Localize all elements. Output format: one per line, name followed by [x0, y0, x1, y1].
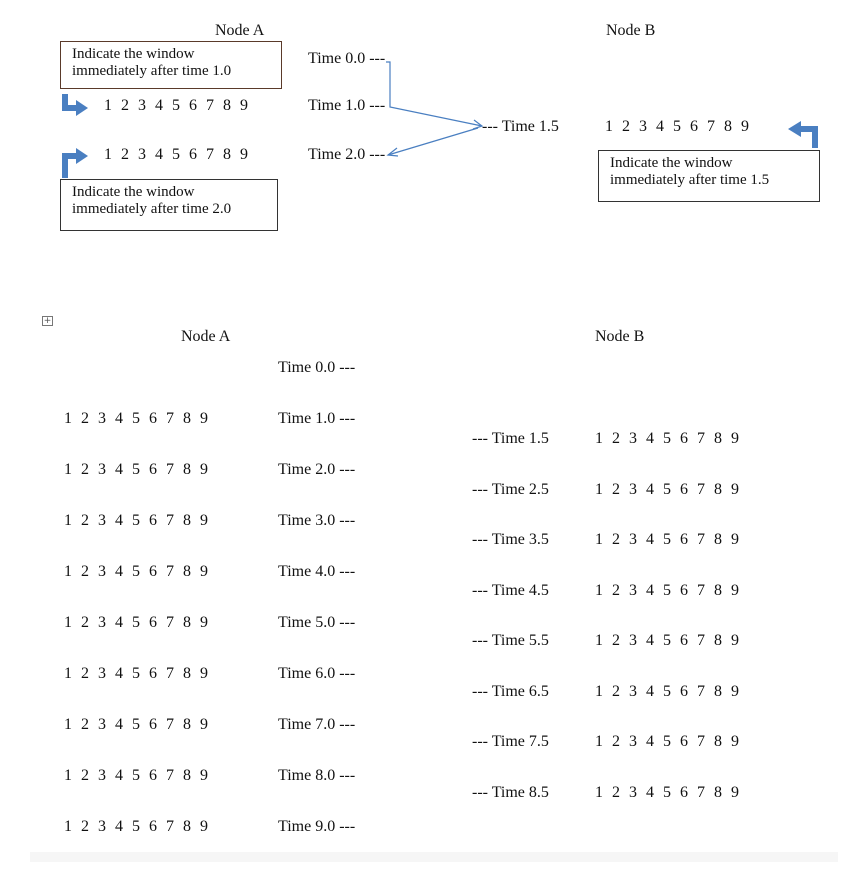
node-a-sequence-row: 1 2 3 4 5 6 7 8 9	[64, 665, 208, 682]
node-b-title-bottom: Node B	[595, 328, 645, 345]
node-b-title-top: Node B	[606, 22, 656, 39]
node-b-time-label: --- Time 1.5	[472, 430, 549, 447]
node-a-title-bottom: Node A	[181, 328, 231, 345]
node-a-sequence-row: 1 2 3 4 5 6 7 8 9	[64, 563, 208, 580]
node-a-sequence-row: 1 2 3 4 5 6 7 8 9	[64, 614, 208, 631]
window-marker-arrow-1-0-icon	[62, 94, 88, 116]
node-a-sequence-row: 1 2 3 4 5 6 7 8 9	[64, 461, 208, 478]
node-a-time-label: Time 2.0 ---	[278, 461, 356, 478]
node-b-sequence-row: 1 2 3 4 5 6 7 8 9	[595, 733, 739, 750]
node-b-sequence-row: 1 2 3 4 5 6 7 8 9	[595, 581, 739, 599]
node-a-time-label: Time 5.0 ---	[278, 614, 356, 631]
time-2-0-label-top: Time 2.0 ---	[308, 146, 386, 163]
node-a-time-label: Time 1.0 ---	[278, 410, 356, 427]
node-b-time-label: --- Time 5.5	[472, 632, 549, 649]
node-b-sequence-row: 1 2 3 4 5 6 7 8 9	[595, 430, 739, 447]
node-a-sequence-row: 1 2 3 4 5 6 7 8 9	[64, 410, 208, 427]
node-b-sequence-row: 1 2 3 4 5 6 7 8 9	[595, 480, 739, 498]
window-box-time-1-5: Indicate the window immediately after ti…	[598, 150, 820, 202]
node-b-time-label: --- Time 8.5	[472, 783, 549, 801]
node-a-time-label: Time 3.0 ---	[278, 512, 356, 529]
node-a-time-label: Time 4.0 ---	[278, 563, 356, 580]
node-a-sequence-row: 1 2 3 4 5 6 7 8 9	[64, 818, 208, 835]
sequence-row-a2-top: 1 2 3 4 5 6 7 8 9	[104, 146, 248, 163]
table-anchor-icon[interactable]: +	[42, 316, 53, 326]
node-a-title-top: Node A	[215, 22, 265, 39]
node-a-time-label: Time 7.0 ---	[278, 716, 356, 733]
node-a-sequence-row: 1 2 3 4 5 6 7 8 9	[64, 716, 208, 733]
node-b-time-label: --- Time 6.5	[472, 682, 549, 700]
return-arrow-path	[387, 127, 479, 156]
node-a-time-label: Time 6.0 ---	[278, 665, 356, 682]
time-1-5-label-top: --- Time 1.5	[482, 118, 559, 135]
node-b-time-label: --- Time 4.5	[472, 581, 549, 599]
time-0-0-label-bottom: Time 0.0 ---	[278, 359, 356, 376]
sequence-row-a1-top: 1 2 3 4 5 6 7 8 9	[104, 97, 248, 114]
node-b-time-label: --- Time 3.5	[472, 531, 549, 548]
node-a-sequence-row: 1 2 3 4 5 6 7 8 9	[64, 767, 208, 784]
node-b-time-label: --- Time 2.5	[472, 480, 549, 498]
window-box-time-2-0: Indicate the window immediately after ti…	[60, 179, 278, 231]
window-marker-arrow-1-5-icon	[788, 121, 818, 148]
node-a-sequence-row: 1 2 3 4 5 6 7 8 9	[64, 512, 208, 529]
node-b-time-label: --- Time 7.5	[472, 733, 549, 750]
time-0-0-label-top: Time 0.0 ---	[308, 50, 386, 67]
ack-arrow-path	[386, 61, 483, 127]
return-arrow-head	[386, 147, 399, 157]
window-box-time-1-0: Indicate the window immediately after ti…	[60, 41, 282, 89]
node-b-sequence-row: 1 2 3 4 5 6 7 8 9	[595, 632, 739, 649]
window-marker-arrow-2-0-icon	[62, 148, 88, 178]
time-1-0-label-top: Time 1.0 ---	[308, 97, 386, 114]
node-a-time-label: Time 8.0 ---	[278, 767, 356, 784]
node-b-sequence-row: 1 2 3 4 5 6 7 8 9	[595, 783, 739, 801]
node-b-sequence-row: 1 2 3 4 5 6 7 8 9	[595, 682, 739, 700]
sequence-row-b-top: 1 2 3 4 5 6 7 8 9	[605, 118, 749, 135]
node-a-time-label: Time 9.0 ---	[278, 818, 356, 835]
page-bottom-edge	[30, 852, 838, 862]
node-b-sequence-row: 1 2 3 4 5 6 7 8 9	[595, 531, 739, 548]
